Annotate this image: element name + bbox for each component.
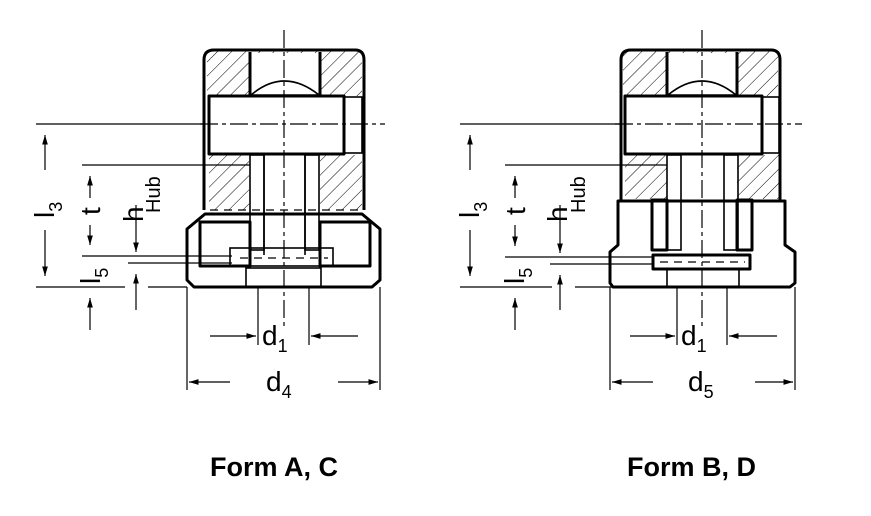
label-d5: d5 — [688, 366, 714, 402]
flange — [229, 247, 334, 267]
label-h: h — [118, 206, 149, 222]
label-d1: d1 — [262, 320, 288, 356]
form-b-d-drawing — [608, 30, 802, 330]
label-l5: l5 — [499, 268, 536, 284]
label-l5: l5 — [75, 268, 112, 284]
plunger-left — [249, 154, 265, 251]
top-body-outline — [202, 48, 366, 210]
labels-a-c: l3 t h Hub l5 d1 d4 — [29, 176, 292, 402]
label-d4: d4 — [266, 366, 292, 402]
label-hub: Hub — [568, 176, 590, 213]
caption-form-b-d: Form B, D — [627, 452, 757, 482]
form-a-c-drawing — [185, 30, 385, 330]
labels-b-d: l3 t h Hub l5 d1 d5 — [454, 176, 714, 402]
insert-right — [318, 220, 372, 268]
base-knob-cross — [608, 199, 797, 289]
insert-left — [198, 220, 252, 268]
label-h: h — [542, 206, 573, 222]
dimensions-a-c — [36, 123, 381, 390]
base-cap — [185, 212, 382, 289]
label-t: t — [500, 207, 531, 215]
label-d1: d1 — [681, 320, 707, 356]
caption-form-a-c: Form A, C — [210, 452, 338, 482]
cross-bore — [207, 94, 346, 156]
dimensions-b-d — [460, 123, 796, 390]
label-hub: Hub — [143, 176, 165, 213]
plunger-right — [304, 154, 320, 251]
label-l3: l3 — [454, 202, 491, 218]
body-right-hatch — [320, 155, 362, 210]
ball-dome — [248, 80, 322, 96]
label-l3: l3 — [29, 202, 66, 218]
knurl-insert — [343, 96, 363, 154]
label-t: t — [75, 207, 106, 215]
body-left-hatch — [209, 155, 249, 210]
